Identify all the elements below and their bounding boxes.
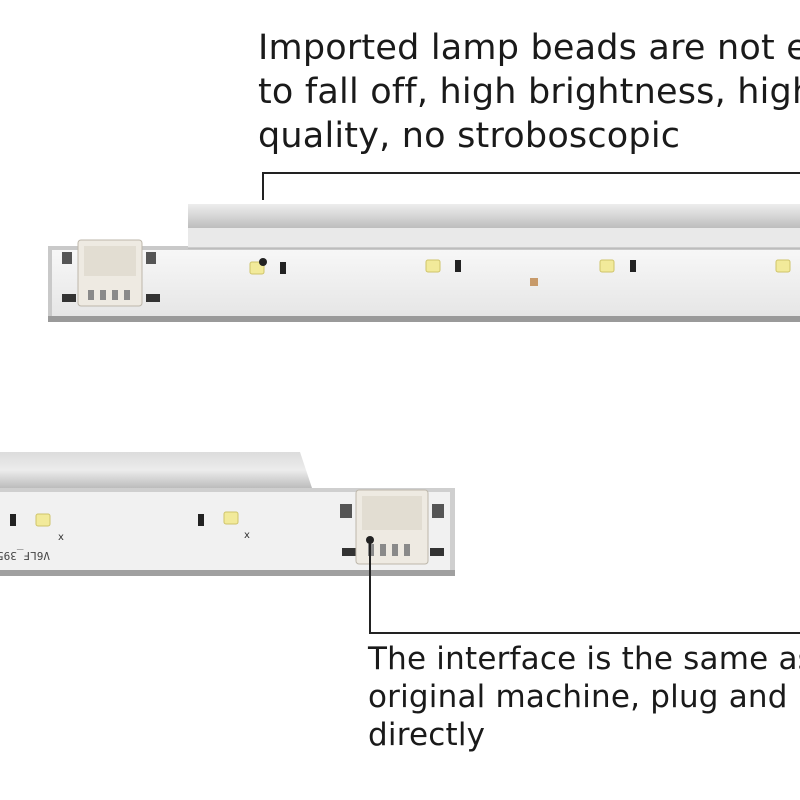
bottom-caption-line: original machine, plug and p	[368, 679, 800, 715]
pcb-print: V6LF_395SFA_LED21_-3-11_R3[16.05.10]	[0, 549, 50, 562]
led-beads-bottom	[10, 511, 239, 527]
top-leader-horizontal	[262, 172, 800, 174]
bottom-leader-vertical	[369, 540, 371, 634]
bottom-leader-horizontal	[369, 632, 800, 634]
connector-bottom	[340, 489, 444, 565]
pcb-x-mark: x	[58, 532, 64, 543]
led-strip-bottom: V6LF_395SFA_LED21_-3-11_R3[16.05.10] x x	[0, 452, 455, 576]
top-caption-line: Imported lamp beads are not e	[258, 28, 800, 68]
connector-top	[62, 239, 160, 307]
bottom-caption: The interface is the same as t original …	[368, 640, 800, 754]
led-strip-top	[48, 200, 800, 322]
bottom-caption-line: The interface is the same as t	[368, 641, 800, 677]
housing-cover	[0, 452, 312, 488]
top-caption-line: quality, no stroboscopic	[258, 116, 681, 156]
top-caption: Imported lamp beads are not e to fall of…	[258, 26, 800, 158]
pcb-board	[52, 250, 800, 316]
housing-cover	[188, 200, 800, 228]
pcb-x-mark: x	[244, 530, 250, 541]
bottom-caption-line: directly	[368, 717, 486, 753]
top-caption-line: to fall off, high brightness, high	[258, 72, 800, 112]
